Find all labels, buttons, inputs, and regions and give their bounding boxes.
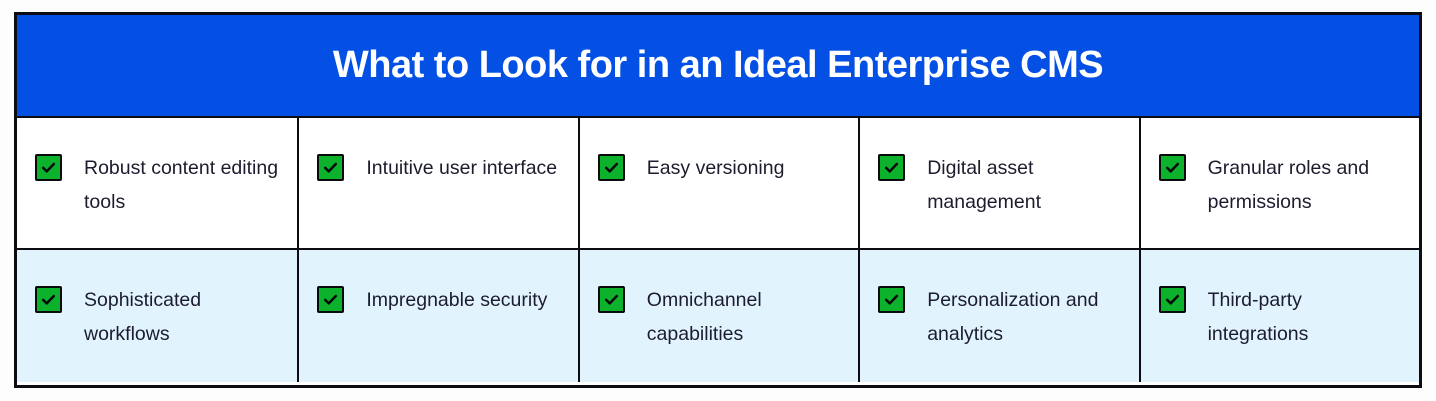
feature-cell: Impregnable security	[297, 250, 577, 382]
feature-label: Personalization and analytics	[927, 289, 1099, 345]
checkbox-checked-icon	[597, 286, 625, 313]
checkbox-checked-icon	[1158, 154, 1186, 181]
feature-label: Sophisticated workflows	[84, 289, 202, 345]
checkbox-checked-icon	[35, 154, 62, 181]
feature-label: Third-party integrations	[1207, 289, 1309, 345]
feature-cell: Sophisticated workflows	[17, 250, 297, 382]
checkbox-checked-icon	[878, 154, 906, 181]
feature-cell: Digital asset management	[858, 118, 1138, 248]
checkbox-checked-icon	[35, 286, 62, 313]
cms-feature-table: What to Look for in an Ideal Enterprise …	[14, 12, 1422, 388]
feature-label: Impregnable security	[366, 289, 548, 311]
checkbox-checked-icon	[317, 154, 345, 181]
checkbox-checked-icon	[1158, 286, 1186, 313]
feature-label: Digital asset management	[927, 157, 1042, 213]
feature-cell: Easy versioning	[577, 118, 858, 248]
checkbox-checked-icon	[597, 154, 625, 181]
feature-label: Robust content editing tools	[84, 157, 279, 213]
feature-label: Granular roles and permissions	[1207, 157, 1370, 213]
feature-cell: Granular roles and permissions	[1138, 118, 1419, 248]
feature-cell: Personalization and analytics	[858, 250, 1138, 382]
table-header: What to Look for in an Ideal Enterprise …	[17, 15, 1419, 116]
feature-cell: Third-party integrations	[1138, 250, 1419, 382]
feature-cell: Intuitive user interface	[297, 118, 577, 248]
checkbox-checked-icon	[878, 286, 906, 313]
checkbox-checked-icon	[317, 286, 345, 313]
feature-row-2: Sophisticated workflows Impregnable secu…	[17, 248, 1419, 382]
feature-row-1: Robust content editing tools Intuitive u…	[17, 116, 1419, 248]
page-title: What to Look for in an Ideal Enterprise …	[332, 44, 1104, 86]
feature-label: Intuitive user interface	[366, 157, 558, 179]
feature-label: Omnichannel capabilities	[646, 289, 762, 345]
feature-cell: Omnichannel capabilities	[577, 250, 858, 382]
feature-cell: Robust content editing tools	[17, 118, 297, 248]
feature-label: Easy versioning	[646, 157, 785, 179]
